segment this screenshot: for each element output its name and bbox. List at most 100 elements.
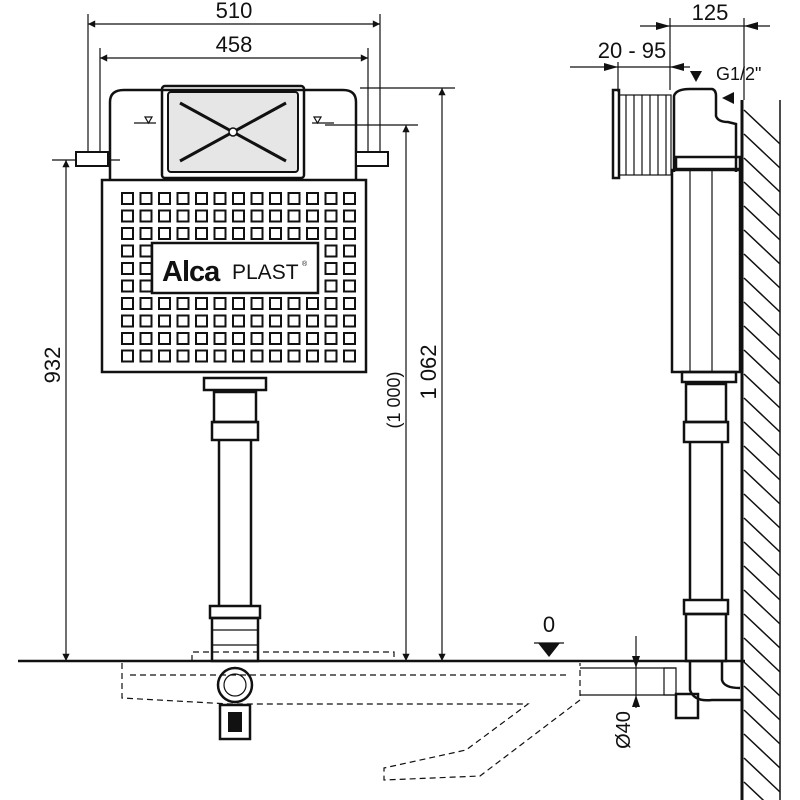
front-frame (75, 84, 389, 180)
tank-grid-cell (121, 314, 134, 328)
dimension-510: 510 (87, 0, 381, 160)
tank-grid-cell (176, 297, 190, 310)
tank-grid-cell (343, 297, 356, 310)
dimension-1062: 1 062 (360, 87, 455, 661)
tank-grid-cell (343, 279, 356, 293)
dimension-932: 932 (40, 159, 120, 661)
tank-grid-cell (343, 314, 356, 328)
tank-grid-cell (269, 349, 282, 363)
dim-932-label: 932 (40, 347, 65, 384)
tank-grid-cell (343, 332, 356, 345)
tank-grid-cell (269, 332, 282, 345)
tank-grid-cell (232, 209, 245, 223)
tank-grid-cell (324, 349, 338, 363)
tank-grid-cell (121, 209, 134, 223)
inlet-thread-label: G1/2" (716, 64, 761, 84)
dim-1000-label: (1 000) (384, 371, 404, 428)
cistern-tank: Alca PLAST ® (100, 178, 368, 374)
tank-grid-cell (287, 209, 301, 223)
tank-grid-cell (287, 349, 301, 363)
tank-grid-cell (213, 349, 227, 363)
tank-grid-cell (195, 314, 208, 328)
wall-hatch (743, 301, 781, 337)
tank-grid-cell (306, 192, 319, 205)
wall (740, 100, 781, 800)
tank-grid-cell (324, 244, 338, 258)
tank-grid-cell (139, 227, 153, 240)
tank-grid-cell (121, 279, 134, 293)
side-dimension-125: 125 (640, 0, 770, 100)
tank-grid-cell (269, 227, 282, 240)
tank-grid-cell (158, 314, 171, 328)
wall-hatch (743, 733, 781, 769)
tank-grid-cell (324, 297, 338, 310)
wall-hatch (743, 205, 781, 241)
tank-grid-cell (324, 262, 338, 275)
tank-grid-cell (324, 314, 338, 328)
wall-hatch (743, 661, 781, 697)
tank-grid-cell (139, 279, 153, 293)
tank-grid-cell (158, 297, 171, 310)
tank-grid-cell (269, 297, 282, 310)
tank-grid-cell (250, 209, 264, 223)
tank-grid-cell (213, 192, 227, 205)
tank-grid-cell (232, 297, 245, 310)
front-flush-pipe (202, 376, 268, 741)
tank-grid-cell (324, 209, 338, 223)
tank-grid-cell (213, 297, 227, 310)
wall-hatch (743, 157, 781, 193)
wall-hatch (743, 541, 781, 577)
tank-grid-cell (250, 349, 264, 363)
wall-hatch (743, 421, 781, 457)
wall-hatch (743, 565, 781, 601)
tank-grid-cell (195, 332, 208, 345)
tank-grid-cell (232, 192, 245, 205)
tank-grid-cell (306, 314, 319, 328)
tank-grid-cell (176, 227, 190, 240)
tank-grid-cell (158, 192, 171, 205)
inlet-annotation: G1/2" (690, 64, 761, 104)
wall-hatch (743, 445, 781, 481)
tank-grid-cell (176, 192, 190, 205)
toilet-outline (121, 651, 581, 781)
wall-hatch (743, 133, 781, 169)
tank-grid-cell (343, 244, 356, 258)
wall-hatch (743, 637, 781, 673)
tank-grid-cell (158, 332, 171, 345)
tank-grid-cell (343, 262, 356, 275)
tank-grid-cell (306, 349, 319, 363)
tank-grid-cell (269, 192, 282, 205)
tank-grid-cell (343, 209, 356, 223)
tank-grid-cell (176, 314, 190, 328)
tank-grid-cell (139, 349, 153, 363)
tank-grid-cell (213, 332, 227, 345)
tank-grid-cell (232, 349, 245, 363)
tank-grid-cell (139, 262, 153, 275)
tank-grid-cell (139, 297, 153, 310)
tank-grid-cell (158, 209, 171, 223)
tank-grid-cell (287, 227, 301, 240)
logo-registered: ® (302, 260, 308, 268)
floor-level-label: 0 (543, 612, 555, 637)
tank-grid-cell (139, 332, 153, 345)
tank-grid-cell (250, 332, 264, 345)
tank-grid-cell (324, 227, 338, 240)
tank-grid-cell (158, 349, 171, 363)
tank-grid-cell (269, 209, 282, 223)
side-cistern: Ø40 (580, 87, 742, 749)
wall-hatch (743, 397, 781, 433)
tank-grid-cell (232, 332, 245, 345)
wall-hatch (743, 109, 781, 145)
tank-grid-cell (343, 192, 356, 205)
tank-grid-cell (121, 244, 134, 258)
wall-hatch (743, 229, 781, 265)
tank-grid-cell (176, 349, 190, 363)
wall-hatch (743, 325, 781, 361)
tank-grid-cell (195, 227, 208, 240)
tank-grid-cell (250, 314, 264, 328)
tank-grid-cell (195, 297, 208, 310)
tank-grid-cell (343, 227, 356, 240)
tank-grid-cell (121, 227, 134, 240)
dim-20-95-label: 20 - 95 (598, 38, 667, 63)
